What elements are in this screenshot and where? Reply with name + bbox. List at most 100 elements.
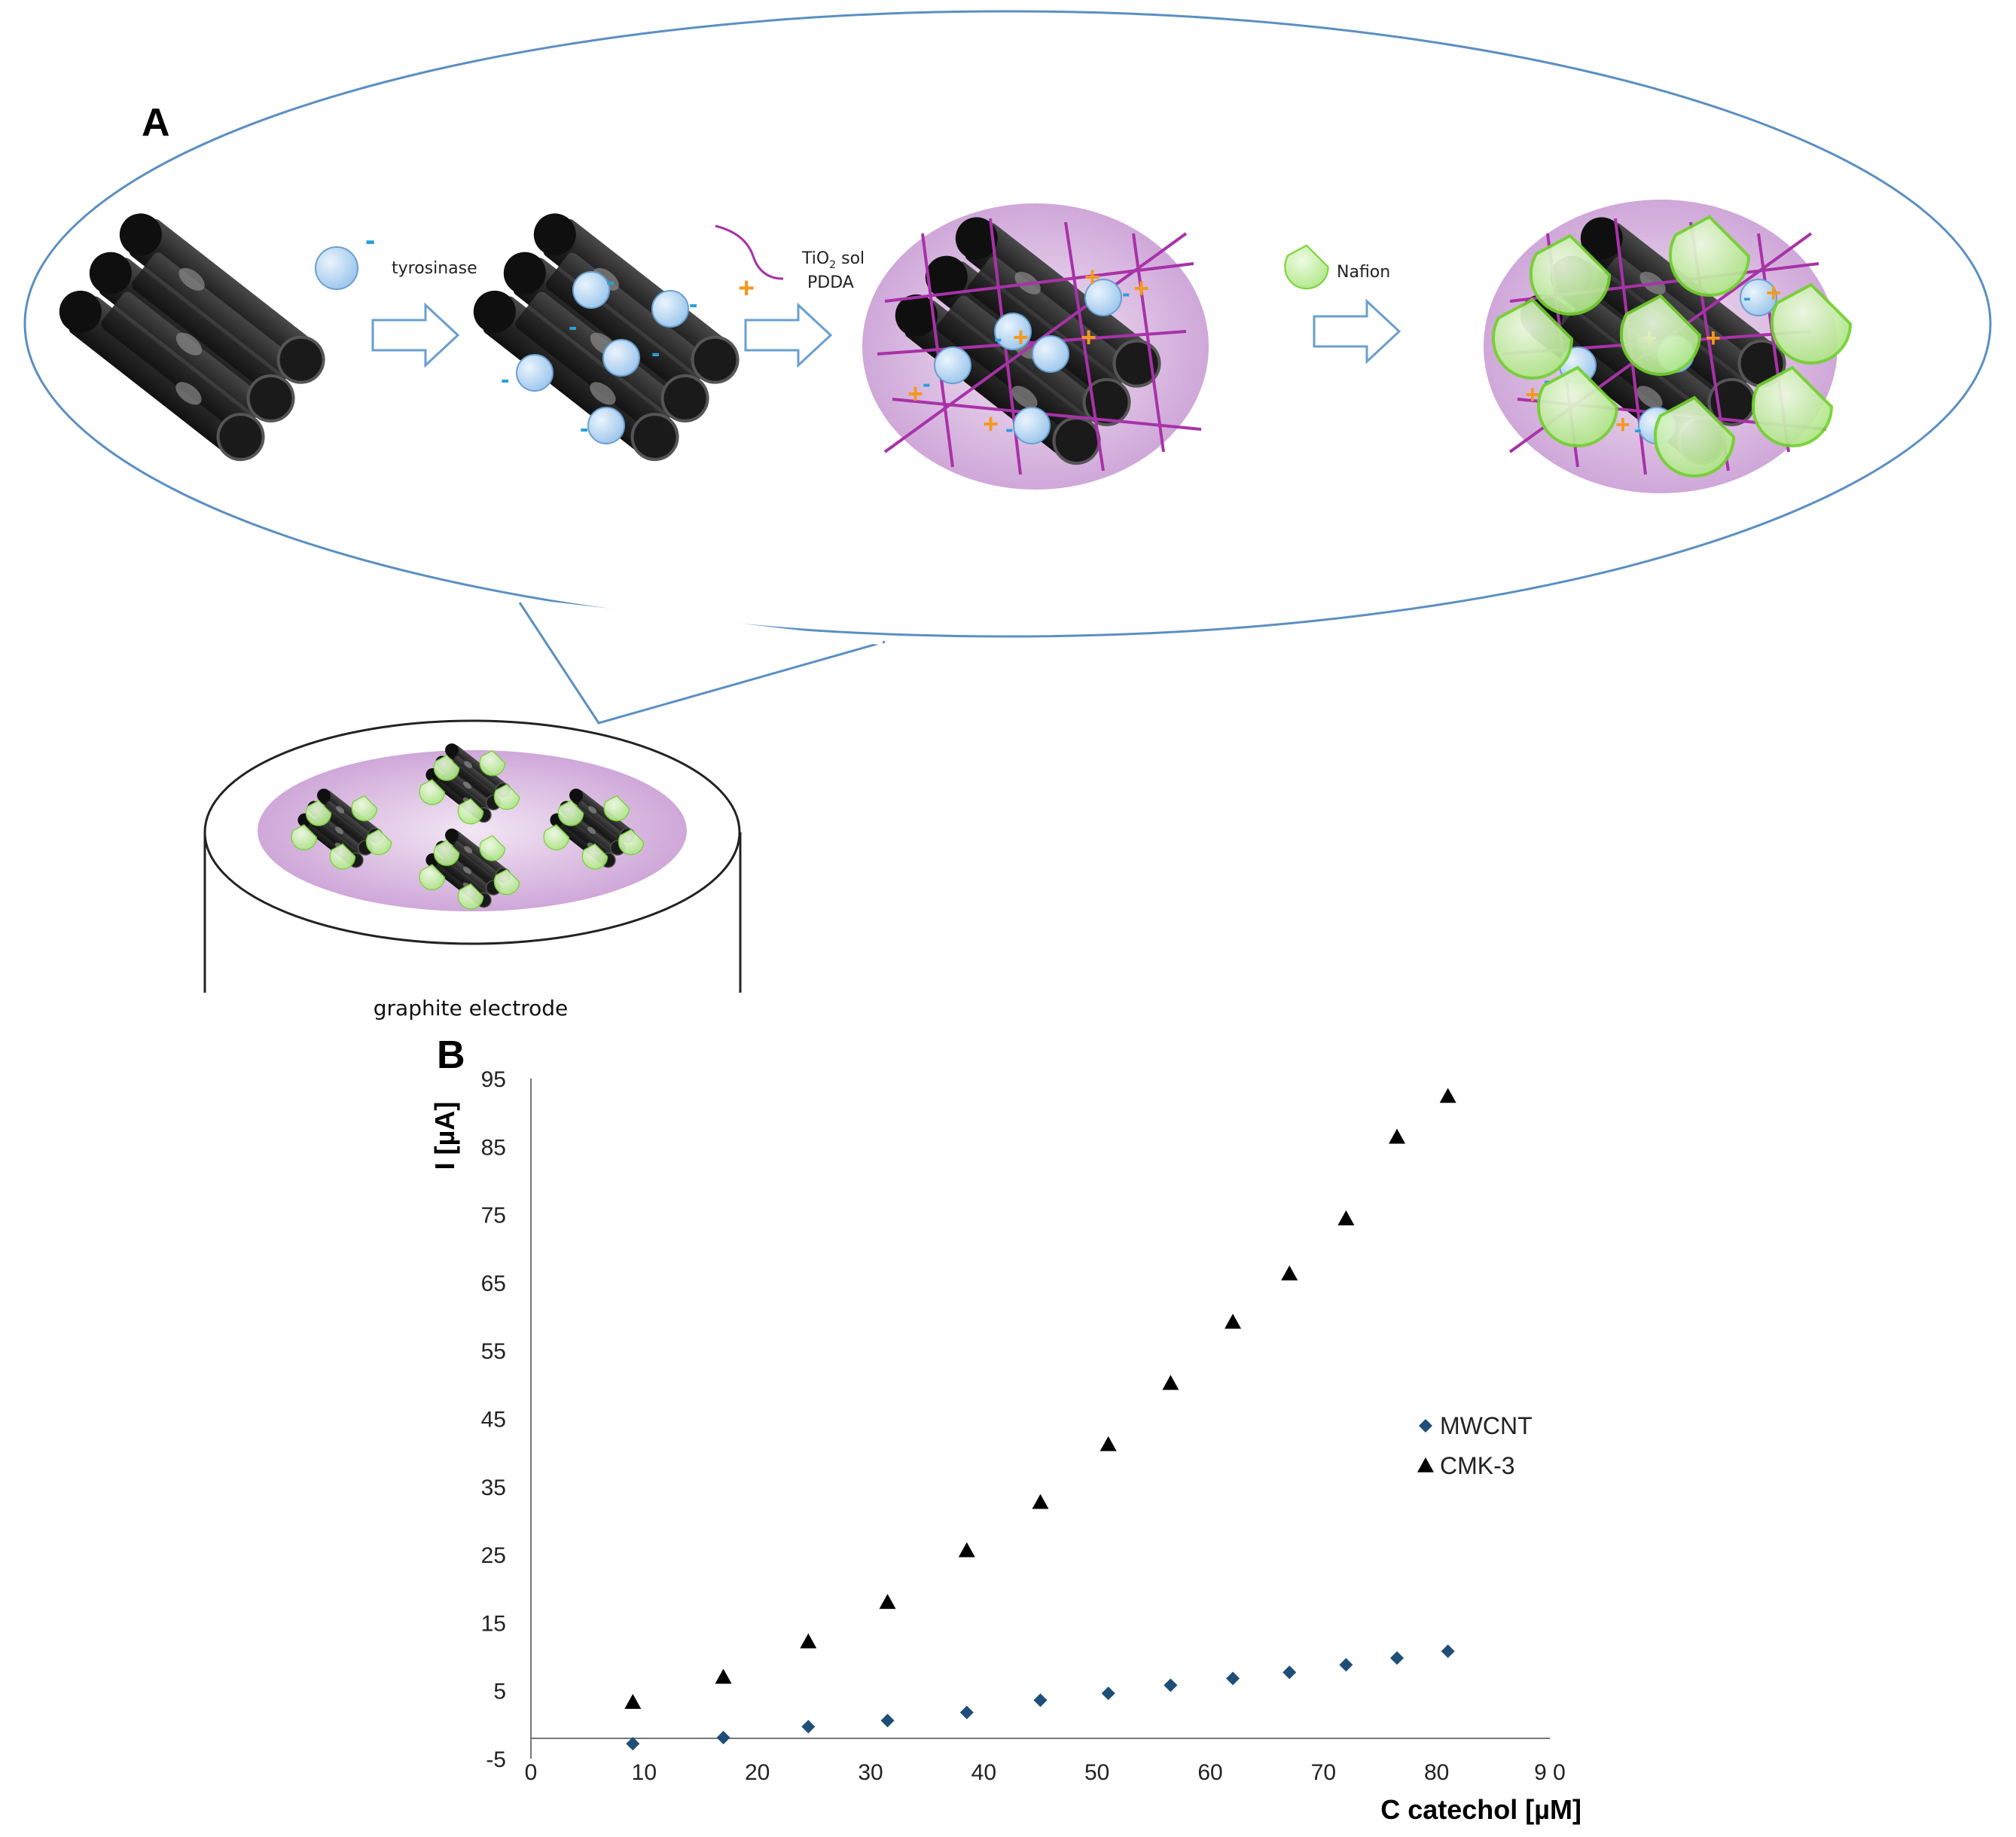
- nafion-label: Nafion: [1337, 263, 1390, 282]
- svg-text:-: -: [569, 313, 577, 341]
- y-axis-title: I [µA]: [429, 1102, 460, 1170]
- svg-text:+: +: [1013, 322, 1029, 352]
- y-tick-label: 5: [493, 1680, 506, 1704]
- data-point-mwcnt: [1339, 1658, 1353, 1672]
- y-tick-labels: -5 5 15 25 35 45 55 65 75 85 95: [481, 1067, 506, 1772]
- data-point-cmk-3: [624, 1694, 642, 1709]
- tyrosinase-legend-icon: [315, 246, 358, 290]
- data-point-mwcnt: [959, 1705, 974, 1720]
- x-tick-label: 40: [971, 1760, 996, 1785]
- data-point-mwcnt: [1390, 1651, 1404, 1665]
- svg-text:+: +: [907, 378, 923, 409]
- data-point-cmk-3: [1032, 1494, 1049, 1509]
- x-tick-label: 50: [1084, 1760, 1109, 1785]
- pdda-plus-sign: +: [738, 273, 755, 304]
- x-tick-label: 20: [745, 1760, 770, 1785]
- y-tick-label: 65: [481, 1271, 506, 1296]
- data-point-mwcnt: [1164, 1678, 1178, 1692]
- svg-text:-: -: [994, 325, 1002, 352]
- pdda-label: PDDA: [807, 273, 854, 292]
- data-point-mwcnt: [716, 1731, 730, 1745]
- data-point-mwcnt: [880, 1713, 895, 1728]
- data-point-mwcnt: [1033, 1693, 1048, 1707]
- x-tick-label: 80: [1424, 1760, 1449, 1785]
- legend-marker-cmk-3: [1417, 1457, 1434, 1472]
- svg-text:-: -: [501, 365, 509, 394]
- x-tick-label: 10: [632, 1760, 657, 1785]
- arrow-step2: [744, 302, 833, 368]
- data-points: [624, 1088, 1456, 1751]
- data-point-cmk-3: [879, 1594, 896, 1610]
- panel-b-label: B: [437, 1033, 465, 1077]
- graphite-electrode: [203, 719, 742, 993]
- chart-legend: MWCNT CMK-3: [1417, 1412, 1533, 1479]
- svg-text:+: +: [1706, 324, 1721, 352]
- data-point-cmk-3: [1162, 1375, 1179, 1390]
- x-tick-label: 9 0: [1534, 1760, 1566, 1785]
- arrow-step3: [1313, 298, 1401, 365]
- svg-text:+: +: [1766, 279, 1781, 307]
- svg-text:+: +: [1084, 261, 1100, 292]
- svg-text:+: +: [1615, 410, 1630, 439]
- svg-text:+: +: [1525, 380, 1540, 409]
- x-tick-label: 0: [525, 1760, 538, 1785]
- y-tick-label: 45: [481, 1408, 506, 1433]
- data-point-cmk-3: [1225, 1314, 1242, 1329]
- y-tick-label: 25: [481, 1543, 506, 1568]
- x-axis-title: C catechol [µM]: [1380, 1794, 1581, 1825]
- svg-text:-: -: [1743, 285, 1751, 310]
- svg-text:-: -: [1005, 415, 1014, 442]
- x-tick-labels: 0 10 20 30 40 50 60 70 80 9 0: [525, 1760, 1566, 1785]
- data-point-mwcnt: [626, 1737, 640, 1751]
- y-tick-label: -5: [486, 1747, 506, 1772]
- data-point-cmk-3: [1281, 1265, 1298, 1280]
- tyrosinase-minus-sign: -: [365, 224, 375, 257]
- data-point-mwcnt: [1226, 1671, 1240, 1686]
- svg-text:-: -: [689, 290, 697, 319]
- data-point-cmk-3: [1337, 1210, 1355, 1225]
- svg-text:-: -: [1122, 279, 1130, 307]
- svg-text:+: +: [1133, 273, 1149, 304]
- y-tick-label: 75: [481, 1204, 506, 1228]
- data-point-mwcnt: [1441, 1644, 1455, 1658]
- legend-marker-mwcnt: [1419, 1419, 1432, 1433]
- y-tick-label: 35: [481, 1475, 506, 1500]
- scatter-chart: -5 5 15 25 35 45 55 65 75 85 95 0 10 20 30 40 50 60 70 80 9…: [429, 1067, 1581, 1825]
- data-point-cmk-3: [1099, 1436, 1117, 1451]
- x-tick-label: 70: [1311, 1760, 1336, 1785]
- data-point-cmk-3: [715, 1668, 732, 1684]
- data-point-cmk-3: [1389, 1128, 1406, 1144]
- x-tick-label: 60: [1197, 1760, 1222, 1785]
- data-point-mwcnt: [1101, 1686, 1115, 1701]
- y-tick-label: 55: [481, 1339, 506, 1364]
- data-point-cmk-3: [958, 1542, 975, 1558]
- y-tick-label: 15: [481, 1611, 506, 1636]
- data-point-cmk-3: [1439, 1088, 1456, 1103]
- legend-label-mwcnt: MWCNT: [1440, 1412, 1533, 1439]
- composite-step4: + + + + + - - - -: [1484, 200, 1852, 493]
- svg-text:+: +: [1081, 322, 1096, 352]
- arrow-step1: [371, 302, 460, 368]
- svg-text:-: -: [923, 370, 931, 397]
- svg-text:-: -: [606, 267, 615, 296]
- data-point-mwcnt: [1282, 1665, 1297, 1680]
- y-tick-label: 95: [481, 1067, 506, 1092]
- pdda-polymer-icon: [715, 224, 784, 280]
- carbon-bundle-step2: - - - - - -: [462, 202, 749, 471]
- svg-text:-: -: [1544, 368, 1551, 393]
- data-point-mwcnt: [801, 1720, 816, 1734]
- data-point-cmk-3: [800, 1633, 817, 1649]
- tyrosinase-label: tyrosinase: [392, 259, 477, 278]
- svg-text:-: -: [651, 339, 660, 368]
- y-tick-label: 85: [481, 1135, 506, 1160]
- tio2-label: TiO2 sol: [801, 249, 865, 271]
- panel-a-label: A: [142, 101, 170, 145]
- legend-label-cmk-3: CMK-3: [1440, 1452, 1515, 1479]
- electrode-label: graphite electrode: [374, 996, 568, 1021]
- svg-text:+: +: [983, 408, 999, 439]
- svg-text:-: -: [1634, 417, 1642, 442]
- svg-text:-: -: [580, 414, 588, 443]
- composite-step3: + + + + + + - - - -: [862, 203, 1209, 490]
- x-tick-label: 30: [858, 1760, 883, 1785]
